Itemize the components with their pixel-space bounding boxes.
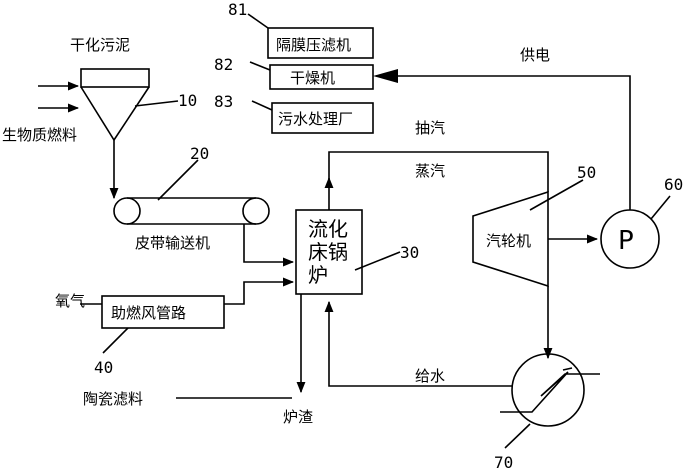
condenser-coil-tip <box>562 367 573 371</box>
air-to-boiler-arrow <box>224 277 295 305</box>
label-83: 83 <box>214 92 233 111</box>
combustion-air-duct-label: 助燃风管路 <box>111 304 186 322</box>
dried-sludge-label: 干化污泥 <box>70 36 130 54</box>
condenser-circle <box>511 353 585 427</box>
dryer-label: 干燥机 <box>290 69 335 87</box>
oxygen-label: 氧气 <box>55 292 85 310</box>
leader-20 <box>157 159 199 201</box>
label-40: 40 <box>94 358 113 377</box>
feed-water-label: 给水 <box>415 367 445 385</box>
leader-30 <box>354 251 401 271</box>
leader-70 <box>504 423 531 449</box>
label-82: 82 <box>214 55 233 74</box>
membrane-filter-press-box <box>267 27 374 59</box>
feed-water-arrow <box>324 300 512 387</box>
dryer-box <box>269 64 374 90</box>
sewage-plant-label: 污水处理厂 <box>278 110 353 128</box>
leader-10 <box>134 100 179 107</box>
power-supply-arrowhead <box>373 69 398 83</box>
leader-60 <box>650 195 671 220</box>
label-20: 20 <box>190 144 209 163</box>
boiler-text-line1: 流化 <box>308 217 348 241</box>
sewage-plant-box <box>271 102 374 134</box>
leader-50 <box>529 179 584 211</box>
hopper <box>80 68 150 142</box>
steam-line <box>328 151 549 210</box>
label-81: 81 <box>228 0 247 19</box>
extraction-steam-label: 抽汽 <box>415 119 445 137</box>
slag-label: 炉渣 <box>283 408 313 426</box>
combustion-air-duct-box <box>101 295 225 329</box>
turbine-label: 汽轮机 <box>486 232 531 250</box>
leader-81 <box>247 13 269 29</box>
label-70: 70 <box>494 453 513 472</box>
power-supply-label: 供电 <box>520 46 550 64</box>
label-30: 30 <box>400 243 419 262</box>
boiler-text-line3: 炉 <box>308 263 328 287</box>
condenser-coil <box>500 371 600 413</box>
steam-label: 蒸汽 <box>415 162 445 180</box>
generator-label: P <box>618 226 634 256</box>
membrane-filter-press-label: 隔膜压滤机 <box>276 36 351 54</box>
label-50: 50 <box>577 163 596 182</box>
belt-to-boiler-arrow <box>243 224 295 267</box>
leader-83 <box>251 100 273 111</box>
boiler-text-line2: 床锅 <box>308 240 348 264</box>
label-10: 10 <box>178 91 197 110</box>
biomass-fuel-label: 生物质燃料 <box>2 126 77 144</box>
ceramic-filter-label: 陶瓷滤料 <box>83 390 143 408</box>
leader-82 <box>249 61 271 71</box>
belt-conveyor-label: 皮带输送机 <box>135 234 210 252</box>
belt-conveyor <box>113 197 270 225</box>
leader-40 <box>102 327 129 354</box>
label-60: 60 <box>664 175 683 194</box>
power-supply-line <box>376 75 631 210</box>
